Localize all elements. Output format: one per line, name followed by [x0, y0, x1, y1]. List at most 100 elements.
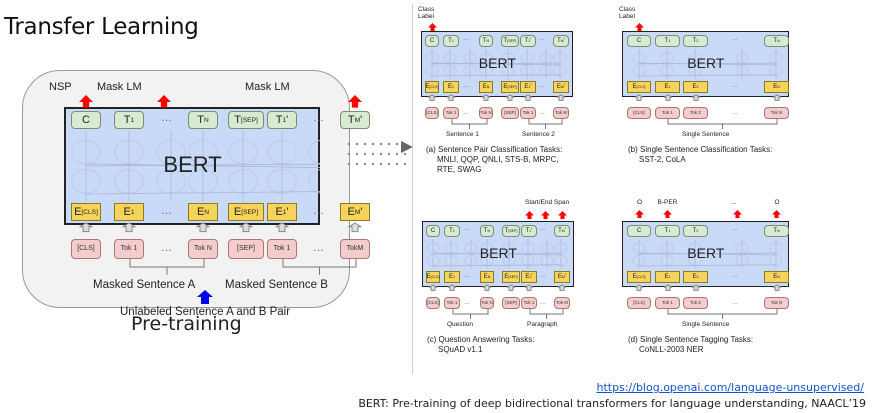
- ellipsis: …: [161, 242, 172, 254]
- input-token: Tok 1: [655, 107, 680, 120]
- ellipsis: …: [463, 36, 469, 43]
- task-list: CoNLL-2003 NER: [639, 345, 704, 355]
- ellipsis: …: [313, 205, 324, 218]
- input-token: Tok 2: [683, 107, 708, 120]
- gray-up-arrow-icon: [691, 94, 700, 101]
- group-bracket: [451, 119, 488, 130]
- source-link[interactable]: https://blog.openai.com/language-unsuper…: [596, 381, 864, 394]
- red-up-arrow-icon: [634, 210, 644, 219]
- gray-up-arrow-icon: [663, 94, 672, 101]
- output-token: C: [627, 225, 651, 237]
- transfer-arrow-icon: [347, 141, 413, 166]
- gray-up-arrow-icon: [523, 94, 533, 101]
- paper-reference: BERT: Pre-training of deep bidirectional…: [358, 397, 866, 410]
- red-up-arrow-icon: [524, 211, 534, 220]
- embedding-token: E[CLS]: [425, 81, 439, 93]
- group-bracket: [528, 119, 563, 130]
- gray-up-arrow-icon: [428, 284, 438, 291]
- embedding-token: E[CLS]: [426, 271, 440, 283]
- ellipsis: …: [539, 109, 545, 116]
- input-token: Tok 1: [655, 297, 680, 310]
- ellipsis: …: [539, 36, 545, 43]
- output-token: T[SEP]: [501, 35, 519, 47]
- bert-label: BERT: [479, 244, 517, 261]
- input-token: [SEP]: [501, 107, 519, 120]
- task-list: SST-2, CoLA: [639, 155, 686, 165]
- divider: [412, 4, 413, 374]
- gray-up-arrow-icon: [427, 94, 437, 101]
- gray-up-arrow-icon: [506, 284, 516, 291]
- gray-up-arrow-icon: [482, 284, 492, 291]
- input-pair-label: Unlabeled Sentence A and B Pair: [120, 305, 291, 318]
- gray-up-arrow-icon: [196, 222, 210, 233]
- input-token: Tok 1: [521, 297, 537, 310]
- tag-label: O: [774, 199, 780, 206]
- input-token: [CLS]: [627, 297, 651, 310]
- bert-label: BERT: [687, 54, 725, 71]
- transformer-layers: [632, 49, 783, 79]
- task-caption: (a) Sentence Pair Classification Tasks:: [426, 145, 563, 155]
- red-up-arrow-icon: [772, 210, 781, 219]
- gray-up-arrow-icon: [634, 284, 644, 291]
- bert-label: BERT: [163, 151, 222, 177]
- gray-up-arrow-icon: [557, 284, 567, 291]
- input-token: TokM: [340, 238, 370, 259]
- red-up-arrow-icon: [427, 23, 437, 32]
- red-up-arrow-icon: [557, 211, 567, 220]
- red-up-arrow-icon: [157, 95, 171, 108]
- group-label: Sentence 2: [522, 131, 555, 139]
- input-token: Tok 1: [267, 238, 297, 259]
- gray-up-arrow-icon: [772, 94, 781, 101]
- output-token: C: [426, 225, 440, 237]
- group-label: Single Sentence: [682, 131, 730, 139]
- gray-up-arrow-icon: [691, 284, 700, 291]
- embedding-token: E[SEP]: [501, 81, 519, 93]
- ellipsis: …: [161, 112, 172, 125]
- transformer-layers: [632, 239, 783, 269]
- gray-up-arrow-icon: [772, 284, 781, 291]
- task-label-mask-lm: Mask LM: [97, 81, 142, 93]
- gray-up-arrow-icon: [275, 222, 289, 233]
- bert-label: BERT: [478, 54, 516, 71]
- task-output-label: Start/End Span: [525, 199, 570, 206]
- ellipsis: …: [313, 112, 324, 125]
- tag-label: O: [637, 199, 643, 206]
- ellipsis: …: [732, 36, 738, 43]
- input-token: [SEP]: [502, 297, 520, 310]
- red-up-arrow-icon: [540, 211, 550, 220]
- task-output-label: Class Label: [619, 6, 636, 21]
- red-up-arrow-icon: [663, 210, 672, 219]
- ellipsis: …: [539, 83, 545, 90]
- tag-label: ...: [731, 199, 737, 206]
- ellipsis: …: [732, 109, 738, 116]
- ellipsis: …: [732, 273, 738, 280]
- gray-up-arrow-icon: [446, 94, 456, 101]
- input-token: [SEP]: [228, 238, 264, 259]
- input-token: Tok 1: [444, 297, 460, 310]
- gray-up-arrow-icon: [663, 284, 672, 291]
- output-token: C: [627, 35, 651, 47]
- group-label: Sentence 1: [446, 131, 479, 139]
- input-token: Tok M: [553, 107, 569, 120]
- gray-up-arrow-icon: [122, 222, 136, 233]
- gray-up-arrow-icon: [481, 94, 491, 101]
